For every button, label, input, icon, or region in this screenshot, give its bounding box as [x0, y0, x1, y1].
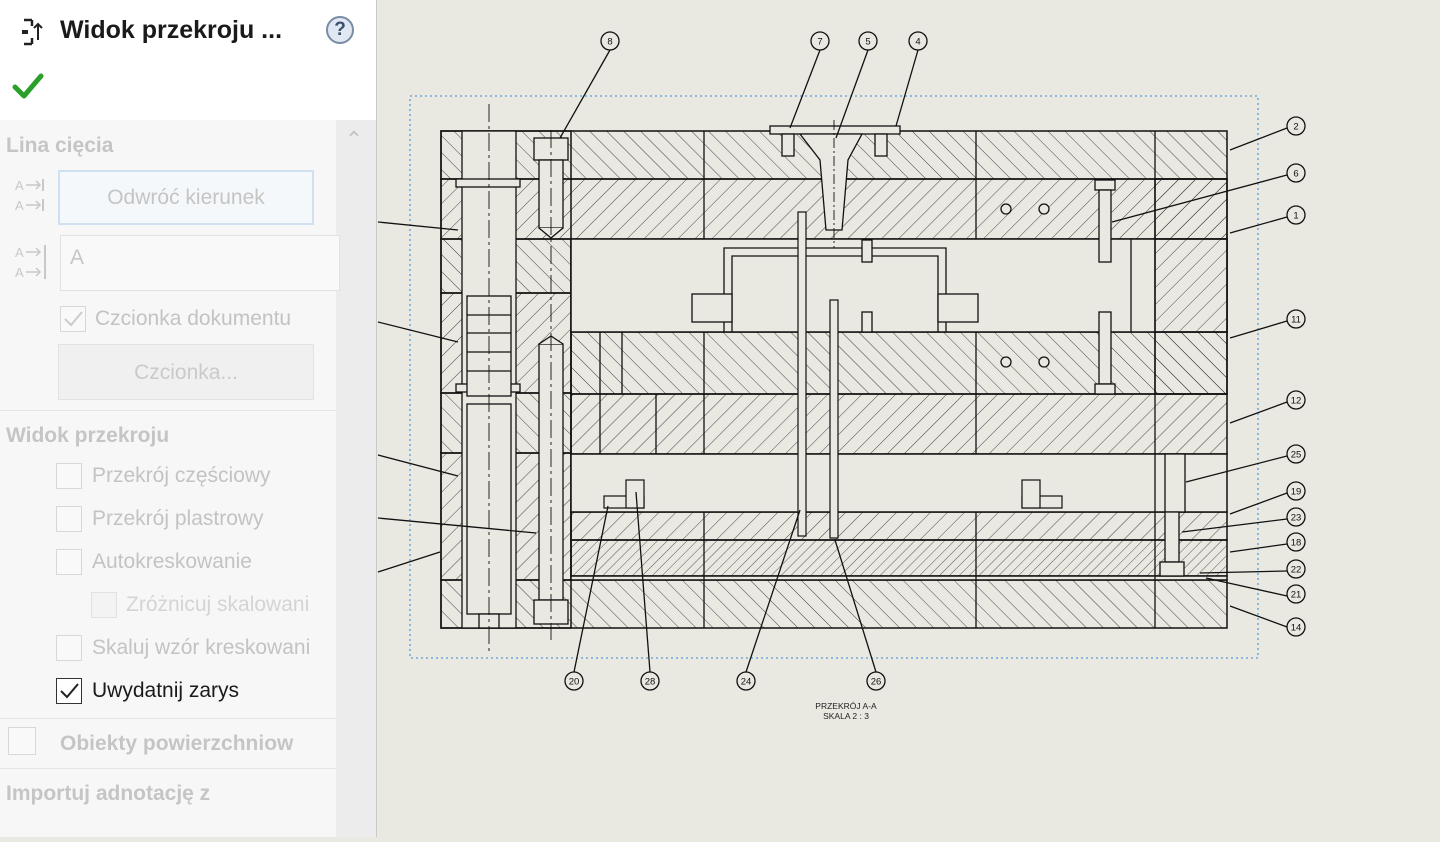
svg-text:A: A: [15, 245, 24, 260]
partial-section-label: Przekrój częściowy: [92, 464, 271, 487]
balloon-label: 26: [871, 677, 882, 688]
balloon-circle[interactable]: [564, 671, 584, 691]
slice-section-checkbox[interactable]: [56, 506, 82, 532]
doc-font-checkbox[interactable]: [60, 306, 86, 332]
scale-hatch-checkbox[interactable]: [56, 635, 82, 661]
partial-section-checkbox[interactable]: [56, 463, 82, 489]
balloon-circle[interactable]: [640, 671, 660, 691]
balloon-label: 2: [1293, 122, 1298, 133]
balloon-label: 14: [1291, 623, 1302, 634]
section-view-title: Widok przekroju: [6, 424, 170, 447]
balloon-label: 21: [1291, 590, 1302, 601]
cutting-line-title: Lina cięcia: [6, 134, 114, 157]
balloon-circle[interactable]: [1286, 390, 1306, 410]
surface-bodies-checkbox[interactable]: [8, 727, 36, 755]
balloon-label: 22: [1291, 565, 1302, 576]
collapse-up-icon[interactable]: ⌃: [344, 127, 364, 152]
balloon-label: 20: [569, 677, 580, 688]
help-icon[interactable]: ?: [326, 16, 354, 44]
diff-scale-checkbox[interactable]: [91, 592, 117, 618]
reverse-direction-button[interactable]: Odwróć kierunek: [58, 170, 314, 225]
balloon-circle[interactable]: [908, 31, 928, 51]
reverse-direction-icon: A A: [15, 178, 44, 213]
balloon-label: 19: [1291, 487, 1302, 498]
balloon-label: 23: [1291, 513, 1302, 524]
balloon-circle[interactable]: [1286, 163, 1306, 183]
balloon-circle[interactable]: [1286, 532, 1306, 552]
divider: [0, 768, 336, 769]
diff-scale-label: Zróżnicuj skalowani: [126, 593, 310, 616]
balloon-circle[interactable]: [1286, 444, 1306, 464]
balloon-circle[interactable]: [810, 31, 830, 51]
balloon-circle[interactable]: [1286, 205, 1306, 225]
auto-hatch-label: Autokreskowanie: [92, 550, 252, 573]
svg-text:A: A: [15, 178, 24, 193]
balloon-circle[interactable]: [866, 671, 886, 691]
label-icon: A A: [15, 245, 46, 280]
balloon-label: 12: [1291, 396, 1302, 407]
balloon-label: 24: [741, 677, 752, 688]
balloon-circle[interactable]: [1286, 507, 1306, 527]
svg-text:A: A: [15, 198, 24, 213]
balloon-label: 1: [1293, 211, 1298, 222]
divider: [0, 718, 336, 719]
auto-hatch-checkbox[interactable]: [56, 549, 82, 575]
balloon-label: 5: [865, 37, 870, 48]
property-panel: Widok przekroju ... ? ⌃ Lina cięcia A A …: [0, 0, 377, 837]
panel-title: Widok przekroju ...: [60, 16, 283, 44]
doc-font-label: Czcionka dokumentu: [95, 307, 292, 330]
scale-hatch-label: Skaluj wzór kreskowani: [92, 636, 311, 659]
balloon-label: 8: [607, 37, 612, 48]
balloon-circle[interactable]: [1286, 559, 1306, 579]
balloon-circle[interactable]: [1286, 309, 1306, 329]
label-input[interactable]: A: [60, 235, 340, 291]
balloon-label: 6: [1293, 169, 1298, 180]
surface-bodies-title[interactable]: Obiekty powierzchniow: [60, 732, 294, 755]
emphasize-outline-checkbox[interactable]: [56, 678, 82, 704]
balloon-label: 7: [817, 37, 822, 48]
balloon-label: 28: [645, 677, 656, 688]
emphasize-outline-label: Uwydatnij zarys: [92, 679, 240, 702]
svg-text:A: A: [15, 265, 24, 280]
import-annotations-title[interactable]: Importuj adnotację z: [6, 782, 211, 805]
font-button[interactable]: Czcionka...: [58, 344, 314, 400]
balloon-circle[interactable]: [600, 31, 620, 51]
ok-check-icon[interactable]: [12, 72, 44, 100]
slice-section-label: Przekrój plastrowy: [92, 507, 264, 530]
panel-scrollbar[interactable]: [336, 120, 376, 837]
balloon-circle[interactable]: [1286, 116, 1306, 136]
section-caption-scale: SKALA 2 : 3: [823, 711, 869, 721]
balloon-circle[interactable]: [1286, 584, 1306, 604]
balloon-label: 18: [1291, 538, 1302, 549]
balloon-circle[interactable]: [736, 671, 756, 691]
balloon-circle[interactable]: [858, 31, 878, 51]
section-view-icon: [22, 18, 43, 46]
section-caption-title: PRZEKRÓJ A-A: [815, 701, 877, 711]
divider: [0, 410, 336, 411]
balloon-label: 25: [1291, 450, 1302, 461]
balloon-circle[interactable]: [1286, 617, 1306, 637]
balloon-label: 4: [915, 37, 920, 48]
balloon-label: 11: [1291, 315, 1301, 326]
balloon-circle[interactable]: [1286, 481, 1306, 501]
